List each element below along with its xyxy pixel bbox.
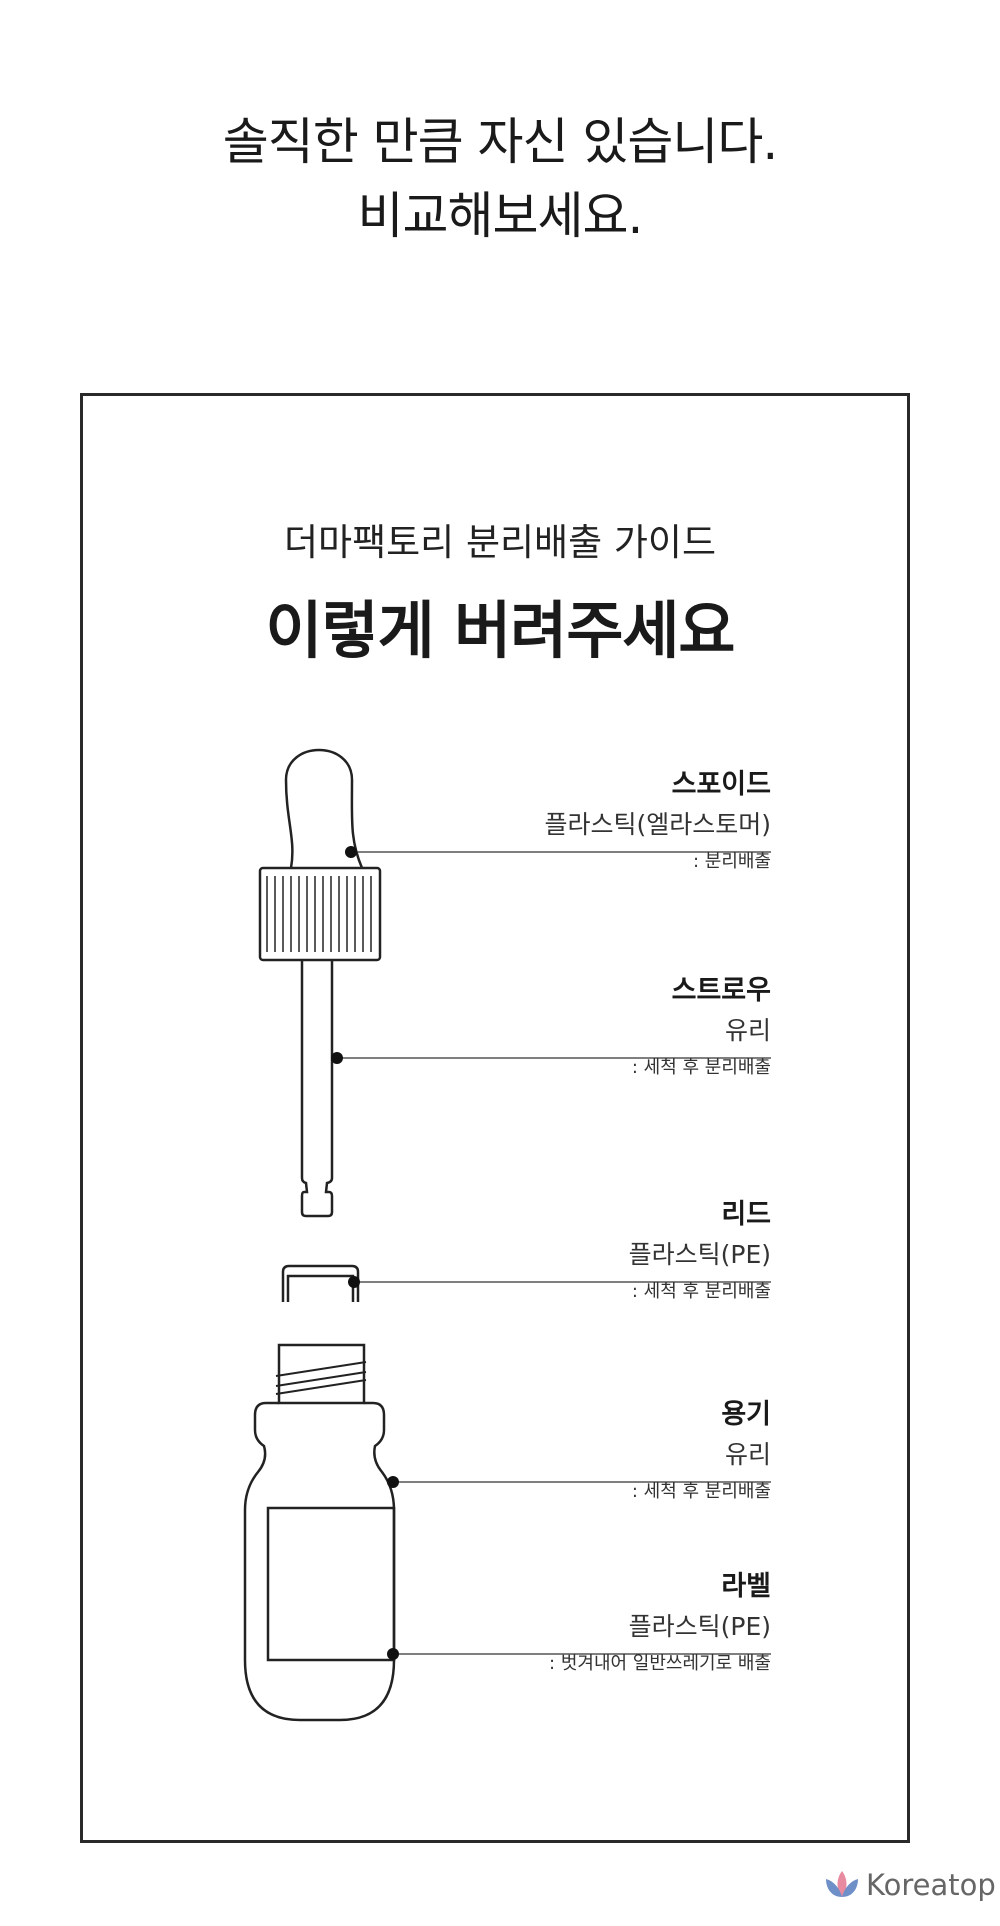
lotus-icon bbox=[826, 1871, 858, 1897]
part-material: 플라스틱(엘라스토머) bbox=[544, 810, 771, 839]
guide-frame bbox=[80, 393, 910, 1843]
part-note: : 분리배출 bbox=[692, 851, 771, 872]
part-name: 용기 bbox=[721, 1399, 771, 1430]
part-material: 플라스틱(PE) bbox=[628, 1240, 771, 1269]
part-lid: 리드 플라스틱(PE) : 세척 후 분리배출 bbox=[629, 1198, 771, 1304]
part-name: 스트로우 bbox=[671, 975, 771, 1006]
part-material: 유리 bbox=[724, 1440, 771, 1469]
part-name: 라벨 bbox=[721, 1571, 771, 1602]
part-note: : 세척 후 분리배출 bbox=[631, 1281, 771, 1302]
part-dropper: 스포이드 플라스틱(엘라스토머) : 분리배출 bbox=[544, 768, 771, 874]
part-name: 리드 bbox=[721, 1199, 771, 1230]
lid bbox=[281, 1264, 360, 1302]
leader-dots bbox=[331, 846, 399, 1660]
brand-name: Koreatop bbox=[866, 1868, 996, 1902]
part-straw: 스트로우 유리 : 세척 후 분리배출 bbox=[632, 974, 771, 1080]
part-note: : 세척 후 분리배출 bbox=[631, 1057, 771, 1078]
part-note: : 벗겨내어 일반쓰레기로 배출 bbox=[549, 1653, 771, 1674]
bottle-body bbox=[243, 1401, 396, 1722]
part-container: 용기 유리 : 세척 후 분리배출 bbox=[632, 1398, 771, 1504]
part-note: : 세척 후 분리배출 bbox=[631, 1481, 771, 1502]
bottle-label bbox=[266, 1506, 396, 1662]
headline-line-2: 비교해보세요. bbox=[357, 187, 644, 245]
headline-line-1: 솔직한 만큼 자신 있습니다. bbox=[222, 113, 779, 171]
part-material: 유리 bbox=[724, 1016, 771, 1045]
part-name: 스포이드 bbox=[671, 769, 771, 800]
headline: 솔직한 만큼 자신 있습니다. 비교해보세요. bbox=[0, 105, 1000, 253]
dropper-straw bbox=[300, 960, 334, 1218]
bottle-neck bbox=[277, 1343, 366, 1405]
dropper-bulb bbox=[284, 748, 364, 869]
part-material: 플라스틱(PE) bbox=[628, 1612, 771, 1641]
guide-title: 이렇게 버려주세요 bbox=[265, 594, 736, 667]
dropper-cap bbox=[258, 866, 382, 962]
part-label: 라벨 플라스틱(PE) : 벗겨내어 일반쓰레기로 배출 bbox=[549, 1570, 771, 1676]
koreatop-logo: Koreatop bbox=[822, 1868, 996, 1902]
cap-ridges bbox=[266, 876, 372, 952]
guide-subtitle: 더마팩토리 분리배출 가이드 bbox=[283, 521, 716, 564]
